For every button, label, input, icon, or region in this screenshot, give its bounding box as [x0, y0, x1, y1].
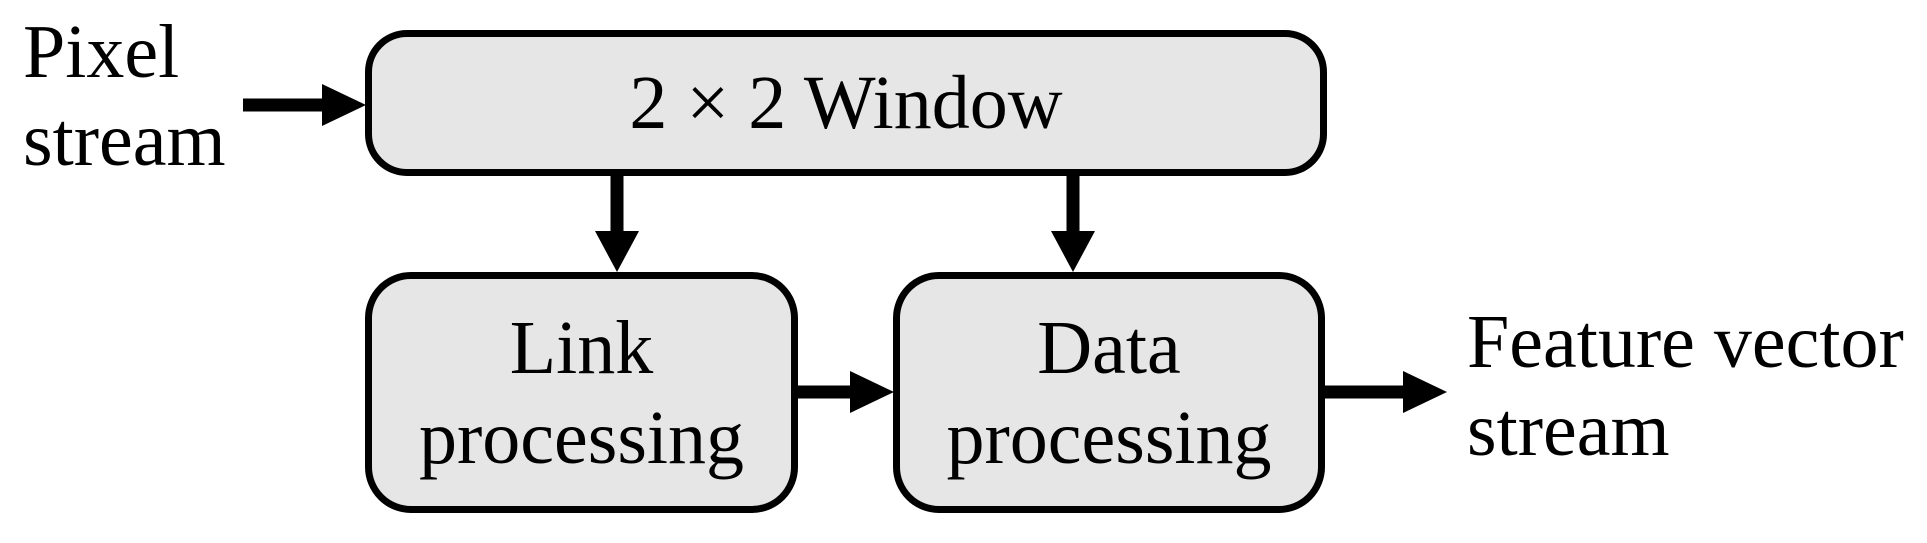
node-data-processing: Data processing: [893, 272, 1325, 513]
node-data-processing-label-line2: processing: [946, 395, 1272, 480]
arrow-window-to-data-processing: [1051, 176, 1095, 272]
arrow-link-to-data-processing: [798, 371, 894, 413]
node-2x2-window-label: 2 × 2 Window: [629, 61, 1063, 145]
arrow-pixel-stream-to-window: [243, 84, 366, 126]
arrow-data-to-feature-stream: [1324, 371, 1447, 413]
feature-vector-stream-label: Feature vector stream: [1467, 298, 1904, 474]
arrow-window-to-link-processing: [595, 176, 639, 272]
node-link-processing-label-line2: processing: [418, 395, 745, 480]
node-data-processing-label-line1: Data: [1037, 305, 1181, 390]
feature-vector-stream-label-line1: Feature vector: [1467, 300, 1904, 384]
node-link-processing-label-line1: Link: [509, 305, 654, 390]
pixel-stream-label: Pixel stream: [23, 8, 226, 184]
node-2x2-window: 2 × 2 Window: [365, 30, 1327, 176]
pixel-stream-label-line1: Pixel: [23, 10, 180, 94]
node-link-processing: Link processing: [365, 272, 798, 513]
feature-vector-stream-label-line2: stream: [1467, 388, 1670, 472]
pixel-stream-label-line2: stream: [23, 98, 226, 182]
